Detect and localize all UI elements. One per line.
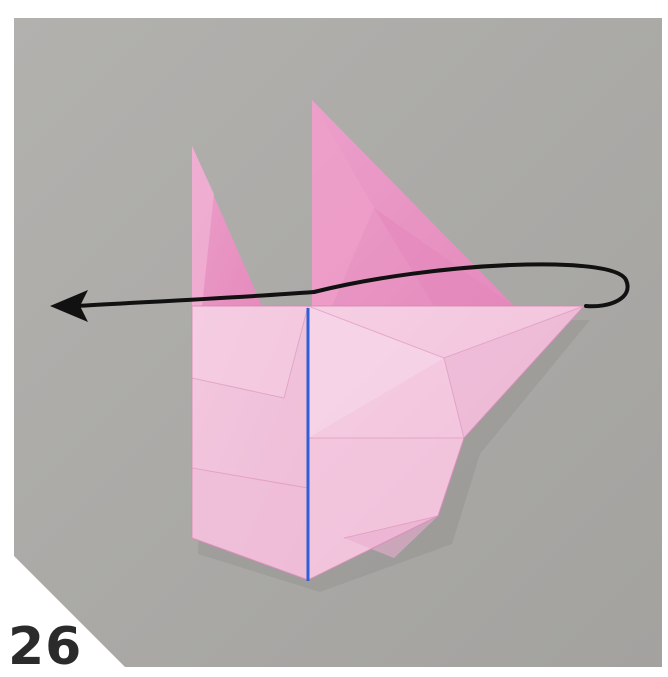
origami-photo bbox=[14, 18, 662, 667]
step-number: 26 bbox=[8, 621, 82, 673]
origami-illustration bbox=[14, 18, 662, 667]
